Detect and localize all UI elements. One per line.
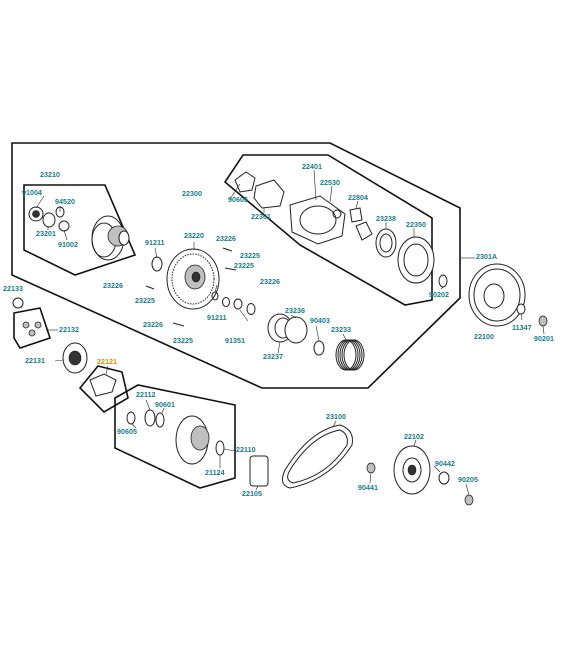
label-90441: 90441: [358, 483, 378, 492]
label-22361: 22361: [251, 212, 271, 221]
leader-lines: [35, 169, 545, 496]
label-22112: 22112: [136, 390, 156, 399]
label-23237: 23237: [263, 352, 283, 361]
label-90605-b: 90605: [117, 427, 137, 436]
label-90205: 90205: [458, 475, 478, 484]
label-23226-d: 23226: [143, 320, 163, 329]
left-small-parts: [12, 297, 117, 397]
label-23100: 23100: [326, 412, 346, 421]
label-22133: 22133: [3, 284, 23, 293]
assembly-outline: [11, 142, 461, 389]
label-23233: 23233: [331, 325, 351, 334]
label-23236: 23236: [285, 306, 305, 315]
drive-face-parts: [126, 409, 269, 487]
fan-parts: [366, 445, 474, 506]
drive-face-outline: [114, 384, 236, 489]
label-23201: 23201: [36, 229, 56, 238]
label-23226-b: 23226: [260, 277, 280, 286]
label-91004: 91004: [22, 188, 42, 197]
label-22132: 22132: [59, 325, 79, 334]
label-22121: 22121: [97, 357, 117, 366]
label-23220: 23220: [184, 231, 204, 240]
label-23210: 23210: [40, 170, 60, 179]
label-22401: 22401: [302, 162, 322, 171]
label-22804: 22804: [348, 193, 368, 202]
label-94520: 94520: [55, 197, 75, 206]
clutch-parts: [234, 171, 448, 288]
label-22102: 22102: [404, 432, 424, 441]
slider-group-outline: [78, 365, 129, 414]
label-23226-a: 23226: [216, 234, 236, 243]
label-21124: 21124: [205, 468, 225, 477]
label-90202: 90202: [429, 290, 449, 299]
label-90442: 90442: [435, 459, 455, 468]
label-22530: 22530: [320, 178, 340, 187]
drive-belt: [281, 424, 353, 489]
label-23225-d: 23225: [173, 336, 193, 345]
part-labels: 23210 91004 94520 23201 91002 91211 2322…: [3, 162, 554, 498]
label-23238: 23238: [376, 214, 396, 223]
clutch-outer: [468, 263, 548, 327]
label-23225-a: 23225: [240, 251, 260, 260]
label-90201: 90201: [534, 334, 554, 343]
label-11347: 11347: [512, 323, 532, 332]
label-91211-a: 91211: [145, 238, 165, 247]
label-90601: 90601: [155, 400, 175, 409]
label-22350: 22350: [406, 220, 426, 229]
pulley-group-outline: [23, 184, 137, 276]
label-23225-b: 23225: [234, 261, 254, 270]
label-2301A: 2301A: [476, 252, 497, 261]
label-22110: 22110: [236, 445, 256, 454]
fixed-face-parts: [145, 247, 365, 371]
label-90605-a: 90605: [228, 195, 248, 204]
roller-group-outline: [13, 307, 52, 349]
label-23225-c: 23225: [135, 296, 155, 305]
clutch-spring: [335, 339, 365, 371]
label-22100: 22100: [474, 332, 494, 341]
label-91002: 91002: [58, 240, 78, 249]
label-91351: 91351: [225, 336, 245, 345]
label-90403: 90403: [310, 316, 330, 325]
label-23226-c: 23226: [103, 281, 123, 290]
label-22131: 22131: [25, 356, 45, 365]
label-91211-b: 91211: [207, 313, 227, 322]
clutch-group-outline: [223, 154, 433, 306]
label-22105: 22105: [242, 489, 262, 498]
label-22300: 22300: [182, 189, 202, 198]
